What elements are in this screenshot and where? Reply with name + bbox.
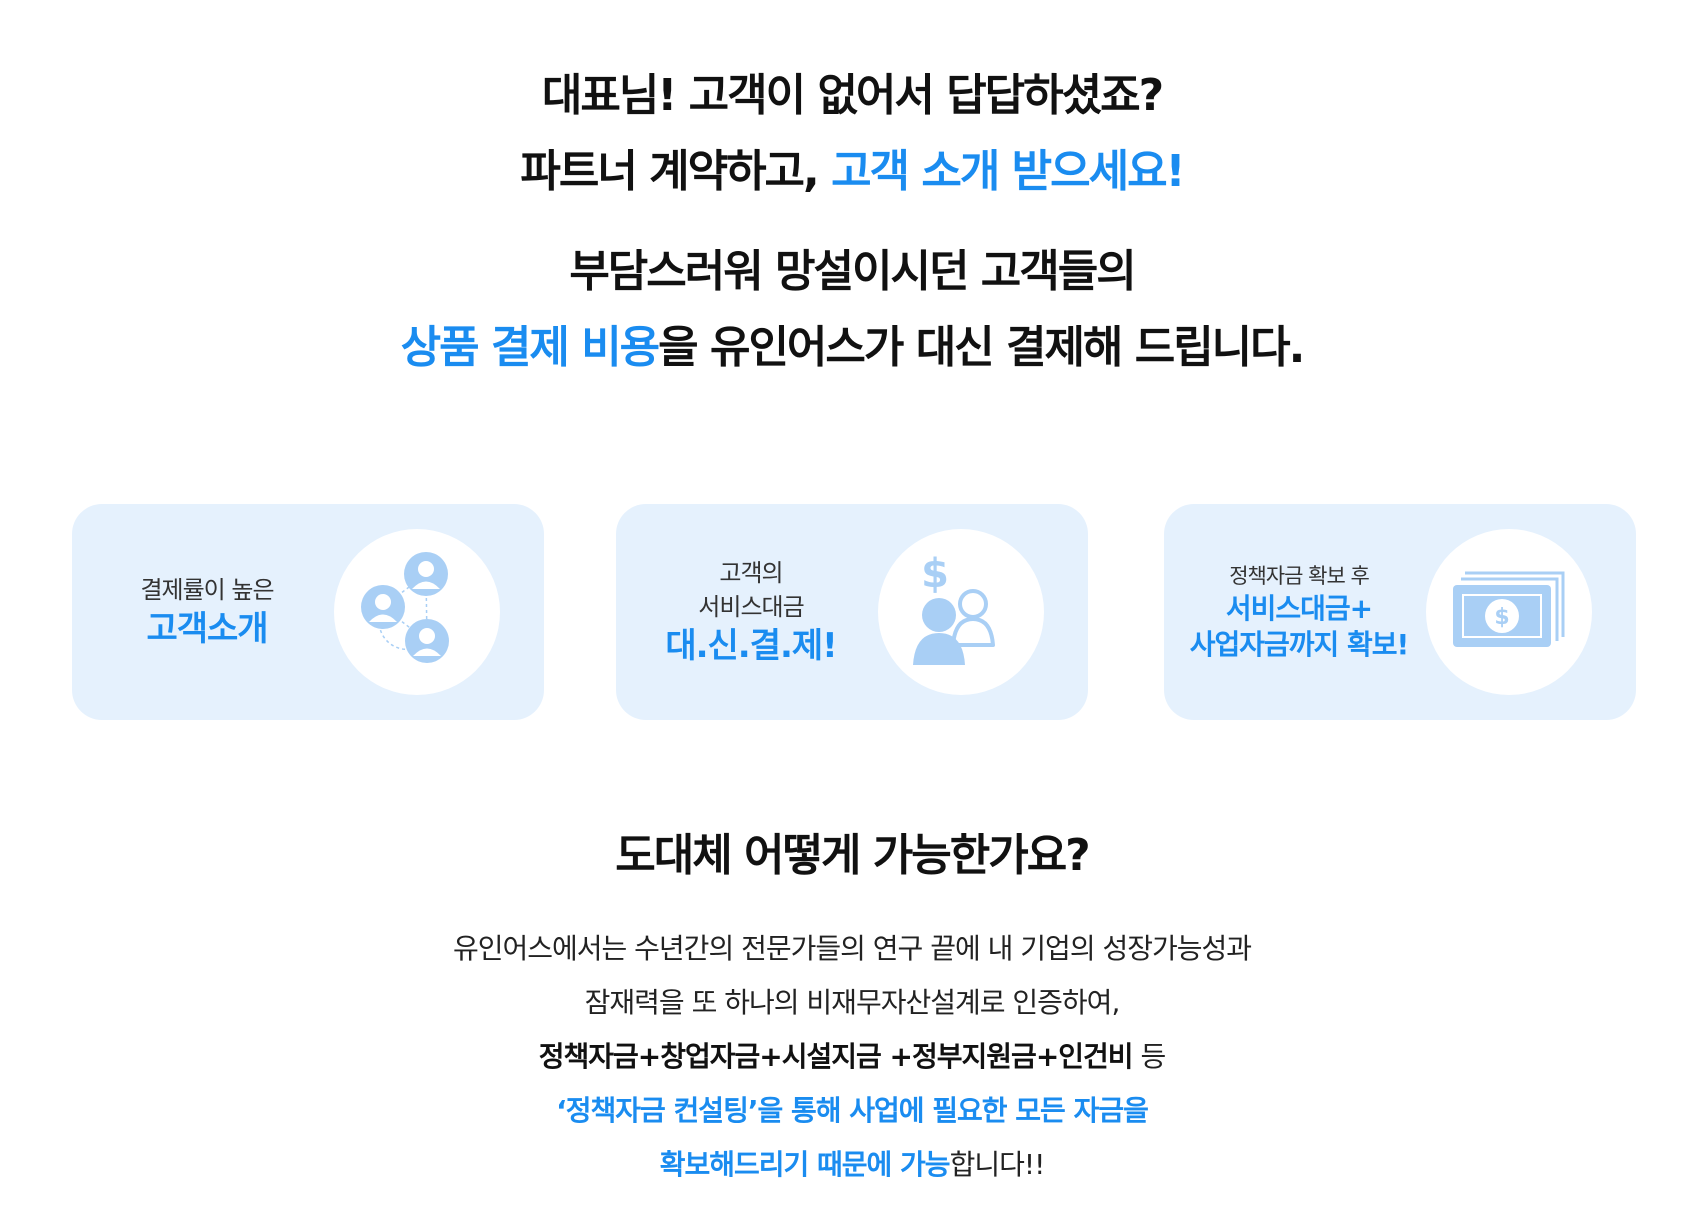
- card-icon-circle: $: [878, 529, 1044, 695]
- desc-consulting-highlight: ‘정책자금 컨설팅’을 통해 사업에 필요한 모든 자금을: [556, 1094, 1149, 1127]
- desc-line3-tail: 등: [1132, 1040, 1166, 1073]
- card-icon-circle: [334, 529, 500, 695]
- money-bills-icon: $: [1453, 571, 1565, 647]
- hero-headline-3: 부담스러워 망설이시던 고객들의: [0, 234, 1704, 310]
- desc-line-1: 유인어스에서는 수년간의 전문가들의 연구 끝에 내 기업의 성장가능성과: [452, 932, 1252, 965]
- card-text: 고객의 서비스대금 대.신.결.제!: [646, 504, 856, 720]
- dollar-customer-icon: $: [913, 551, 995, 665]
- desc-line-2: 잠재력을 또 하나의 비재무자산설계로 인증하여,: [584, 986, 1121, 1019]
- card-icon-circle: $: [1426, 529, 1592, 695]
- benefit-card-funding: 정책자금 확보 후 서비스대금+ 사업자금까지 확보! $: [1164, 504, 1636, 720]
- benefit-cards: 결제률이 높은 고객소개: [0, 504, 1704, 720]
- svg-text:$: $: [1494, 605, 1509, 630]
- hero-line4-highlight: 상품 결제 비용: [400, 322, 661, 373]
- hero-headline-1: 대표님! 고객이 없어서 답답하셨죠?: [0, 58, 1704, 134]
- hero-line3-text: 부담스러워 망설이시던 고객들의: [569, 246, 1136, 297]
- desc-line-5: 확보해드리기 때문에 가능합니다!!: [0, 1138, 1704, 1192]
- people-network-icon: [361, 552, 449, 663]
- hero-headline-4: 상품 결제 비용을 유인어스가 대신 결제해 드립니다.: [0, 310, 1704, 386]
- card-text: 정책자금 확보 후 서비스대금+ 사업자금까지 확보!: [1190, 504, 1410, 720]
- card-subtitle: 정책자금 확보 후: [1229, 564, 1370, 588]
- section-question: 도대체 어떻게 가능한가요?: [615, 830, 1090, 881]
- card-subtitle: 결제률이 높은: [140, 576, 274, 604]
- hero-line2-plain: 파트너 계약하고,: [520, 146, 832, 197]
- card-text: 결제률이 높은 고객소개: [102, 504, 312, 720]
- desc-line-3: 정책자금+창업자금+시설지금 +정부지원금+인건비 등: [0, 1030, 1704, 1084]
- hero-section: 대표님! 고객이 없어서 답답하셨죠? 파트너 계약하고, 고객 소개 받으세요…: [0, 58, 1704, 386]
- hero-line1-text: 대표님! 고객이 없어서 답답하셨죠?: [541, 70, 1164, 121]
- svg-text:$: $: [921, 551, 949, 597]
- desc-line5-tail: 합니다!!: [949, 1148, 1046, 1181]
- desc-possible-highlight: 확보해드리기 때문에 가능: [659, 1148, 951, 1181]
- benefit-card-payment: 고객의 서비스대금 대.신.결.제! $: [616, 504, 1088, 720]
- card-title: 고객소개: [146, 609, 268, 649]
- card-title-2: 사업자금까지 확보!: [1189, 628, 1410, 661]
- hero-headline-2: 파트너 계약하고, 고객 소개 받으세요!: [0, 134, 1704, 210]
- benefit-card-customer-intro: 결제률이 높은 고객소개: [72, 504, 544, 720]
- hero-line2-highlight: 고객 소개 받으세요!: [831, 146, 1186, 197]
- desc-funding-list: 정책자금+창업자금+시설지금 +정부지원금+인건비: [538, 1040, 1134, 1073]
- hero-line4-plain: 을 유인어스가 대신 결제해 드립니다.: [658, 322, 1305, 373]
- description: 유인어스에서는 수년간의 전문가들의 연구 끝에 내 기업의 성장가능성과 잠재…: [0, 922, 1704, 1192]
- desc-line-4: ‘정책자금 컨설팅’을 통해 사업에 필요한 모든 자금을: [0, 1084, 1704, 1138]
- card-title-1: 서비스대금+: [1225, 592, 1373, 625]
- card-subtitle-2: 서비스대금: [698, 593, 804, 621]
- card-subtitle-1: 고객의: [719, 559, 783, 587]
- card-title: 대.신.결.제!: [665, 626, 837, 666]
